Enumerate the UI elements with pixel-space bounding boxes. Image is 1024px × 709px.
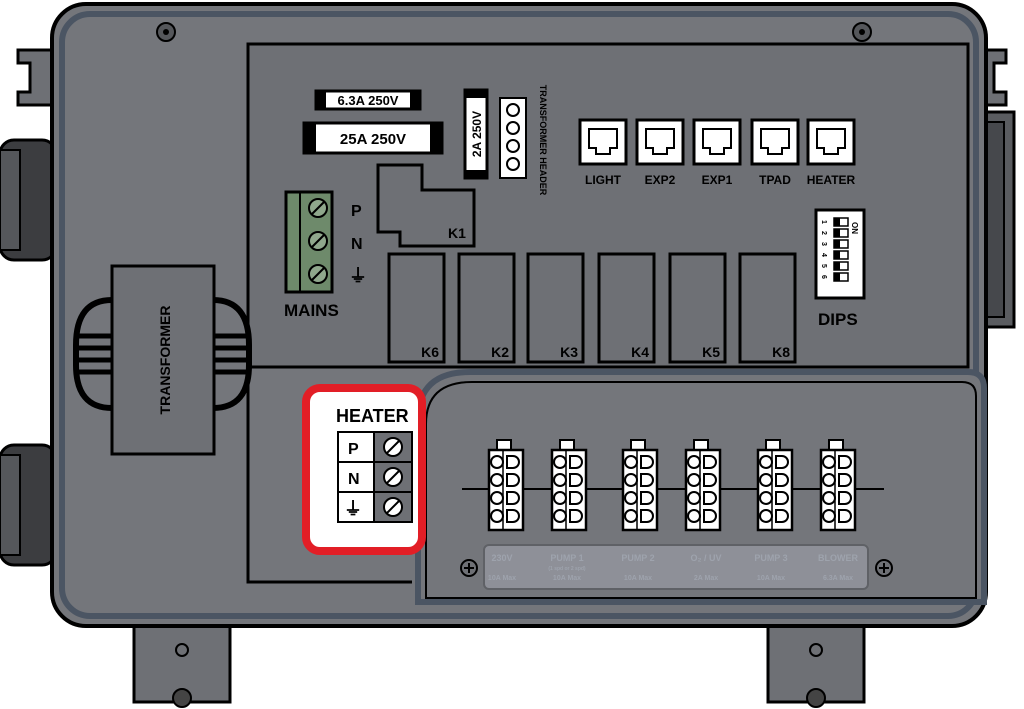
relay-label: K4	[631, 344, 649, 360]
output-rating: 10A Max	[624, 575, 652, 582]
relay-k4: K4	[597, 252, 656, 364]
output-rating: 10A Max	[488, 575, 516, 582]
transformer-label: TRANSFORMER	[157, 306, 173, 415]
output-terminal-block	[550, 439, 588, 532]
mains-terminal-n: N	[351, 236, 363, 253]
relay-k5: K5	[668, 252, 727, 364]
port-label: EXP2	[645, 173, 676, 187]
port-tpad: TPAD	[750, 118, 800, 187]
output-label-4: PUMP 3 10A Max	[754, 553, 787, 582]
output-terminal-block	[621, 439, 659, 532]
mains-terminal-p: P	[351, 203, 362, 220]
dip-number: 6	[820, 275, 827, 279]
output-label-5: BLOWER 6.3A Max	[818, 553, 858, 582]
output-label-3: O₂ / UV 2A Max	[690, 553, 721, 582]
fuse-vertical-label: 2A 250V	[470, 111, 484, 157]
dip-switch-4: 4	[820, 250, 849, 260]
output-name: PUMP 3	[754, 553, 787, 563]
fuses: 6.3A 250V 25A 250V 2A 250V	[302, 88, 489, 180]
output-terminal-block	[684, 439, 722, 532]
heater-terminal-p: P	[348, 441, 359, 458]
relay-k2: K2	[457, 252, 516, 364]
output-terminal-block	[756, 439, 794, 532]
mounting-brackets	[16, 48, 1008, 708]
port-label: HEATER	[807, 173, 856, 187]
output-label-0: 230V 10A Max	[488, 553, 516, 582]
relay-k6: K6	[387, 252, 446, 364]
output-terminal-block	[819, 439, 857, 532]
output-label-1: PUMP 1 (1 spd or 2 spd) 10A Max	[548, 553, 586, 582]
dip-number: 2	[820, 231, 827, 235]
relays: K6 K2 K3 K4 K5 K8	[387, 252, 797, 364]
output-rating: 10A Max	[757, 575, 785, 582]
dip-number: 1	[820, 220, 827, 224]
relay-k1: K1	[376, 163, 476, 248]
transformer: TRANSFORMER	[73, 264, 252, 456]
output-rating: 2A Max	[694, 575, 718, 582]
port-label: TPAD	[759, 173, 791, 187]
dip-switch-1: 1	[820, 217, 849, 227]
relay-label: K3	[560, 344, 578, 360]
transformer-header-label: TRANSFORMER HEADER	[538, 85, 548, 196]
relay-k1-label: K1	[448, 225, 466, 241]
port-exp1: EXP1	[692, 118, 742, 187]
port-label: LIGHT	[585, 173, 622, 187]
relay-label: K8	[772, 344, 790, 360]
dip-switch-6: 6	[820, 272, 849, 282]
heater-terminal: HEATER P N ⏚	[302, 384, 426, 555]
output-labels: 230V 10A Max PUMP 1 (1 spd or 2 spd) 10A Max…	[488, 553, 859, 582]
dip-number: 5	[820, 264, 827, 268]
heater-title: HEATER	[336, 406, 409, 426]
dip-switch-3: 3	[820, 239, 849, 249]
rj-ports: LIGHT EXP2 EXP1 TPAD HEATER	[578, 118, 856, 187]
port-exp2: EXP2	[635, 118, 685, 187]
relay-label: K6	[421, 344, 439, 360]
fuse-small-label: 6.3A 250V	[338, 93, 399, 108]
output-name: 230V	[491, 553, 512, 563]
dip-number: 4	[820, 253, 827, 257]
relay-k8: K8	[738, 252, 797, 364]
port-label: EXP1	[702, 173, 733, 187]
mains-label: MAINS	[284, 301, 339, 320]
port-light: LIGHT	[578, 118, 628, 187]
dip-switches: ON DIPS 1 2 3 4 5 6	[814, 208, 866, 329]
output-name: PUMP 2	[621, 553, 654, 563]
dip-switch-5: 5	[820, 261, 849, 271]
cable-glands	[0, 138, 58, 567]
dips-label: DIPS	[818, 310, 858, 329]
output-rating: 6.3A Max	[823, 575, 853, 582]
fuse-large-label: 25A 250V	[340, 131, 406, 148]
mains-ground-icon: ⏚	[349, 266, 367, 286]
output-name: BLOWER	[818, 553, 858, 563]
heater-terminal-n: N	[348, 471, 360, 488]
dip-number: 3	[820, 242, 827, 246]
output-sub: (1 spd or 2 spd)	[548, 566, 586, 572]
mains-terminal: P N ⏚ MAINS	[284, 190, 367, 320]
transformer-header: TRANSFORMER HEADER	[499, 85, 548, 196]
relay-label: K2	[491, 344, 509, 360]
output-rating: 10A Max	[553, 575, 581, 582]
output-label-strip	[460, 544, 893, 590]
port-heater: HEATER	[806, 118, 856, 187]
dip-switch-2: 2	[820, 228, 849, 238]
relay-label: K5	[702, 344, 720, 360]
output-name: PUMP 1	[550, 553, 583, 563]
output-terminals	[487, 439, 857, 532]
relay-k3: K3	[526, 252, 585, 364]
output-label-2: PUMP 2 10A Max	[621, 553, 654, 582]
dips-on-label: ON	[850, 222, 859, 234]
output-name: O₂ / UV	[690, 553, 721, 563]
output-terminal-block	[487, 439, 525, 532]
heater-ground-icon: ⏚	[344, 499, 362, 519]
